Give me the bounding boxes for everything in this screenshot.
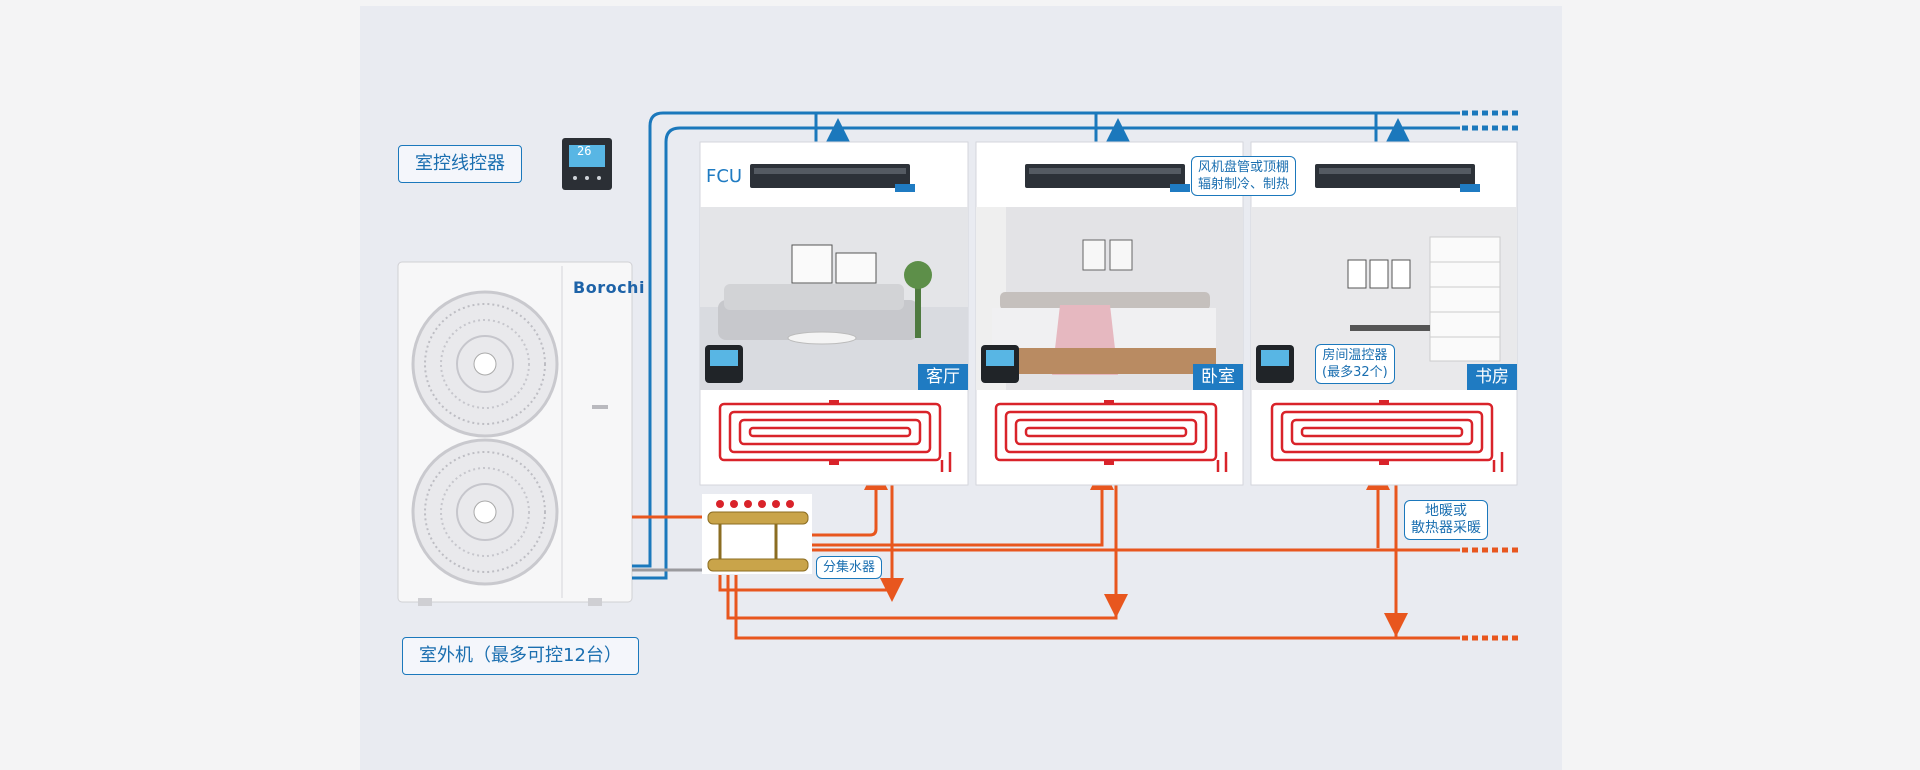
floor-heating-note-line2: 散热器采暖 <box>1411 520 1481 537</box>
room-name-bedroom: 卧室 <box>1193 364 1243 390</box>
fcu-note-line2: 辐射制冷、制热 <box>1198 176 1289 193</box>
thermostat-note-line1: 房间温控器 <box>1322 347 1388 364</box>
fcu-note-line1: 风机盘管或顶棚 <box>1198 159 1289 176</box>
room-card-living <box>700 142 968 485</box>
thermostat-note-line2: (最多32个) <box>1322 364 1388 381</box>
fcu-label: FCU <box>706 166 742 187</box>
floor-heating-note: 地暖或 散热器采暖 <box>1404 500 1488 540</box>
fcu-note: 风机盘管或顶棚 辐射制冷、制热 <box>1191 156 1296 196</box>
floor-heating-note-line1: 地暖或 <box>1411 503 1481 520</box>
room-name-study: 书房 <box>1467 364 1517 390</box>
brand-logo: Borochi <box>573 278 645 297</box>
thermostat-note: 房间温控器 (最多32个) <box>1315 344 1395 384</box>
wire-controller-label: 室控线控器 <box>398 145 522 183</box>
fan-top <box>413 292 557 436</box>
fcu-units <box>750 164 1480 192</box>
manifold-label: 分集水器 <box>816 556 882 579</box>
fan-bottom <box>413 440 557 584</box>
room-name-living: 客厅 <box>918 364 968 390</box>
outdoor-unit <box>398 262 632 606</box>
outdoor-unit-label: 室外机（最多可控12台） <box>402 637 639 675</box>
manifold-device <box>702 494 812 574</box>
controller-display: 26 <box>577 144 591 158</box>
